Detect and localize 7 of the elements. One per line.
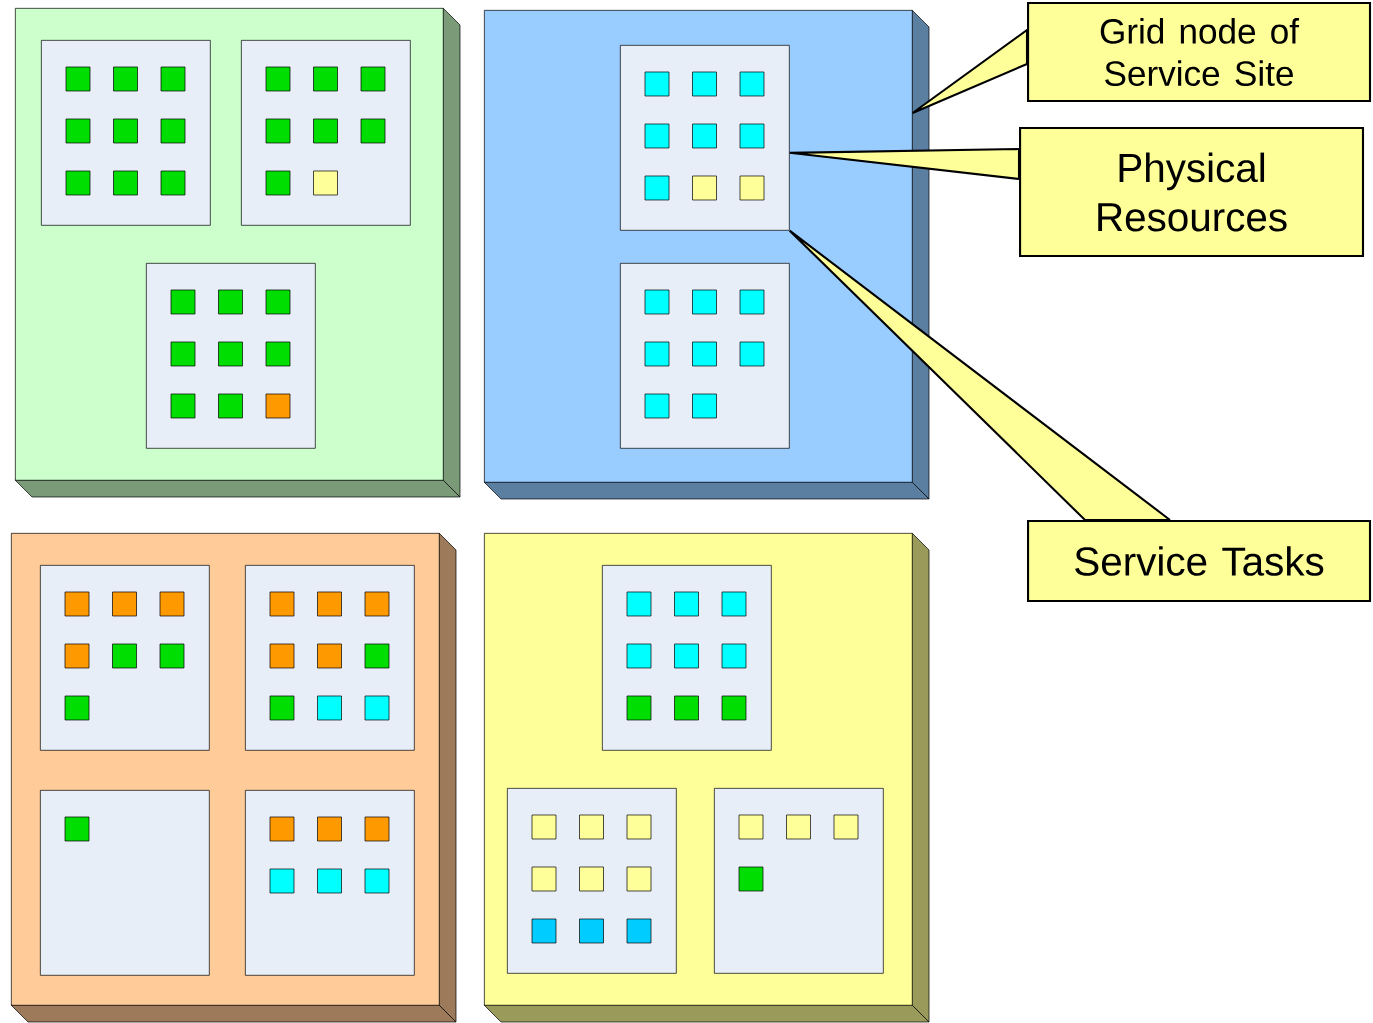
machine-panel bbox=[714, 788, 884, 974]
callout-box: Service Tasks bbox=[1027, 520, 1372, 603]
callout-pointer bbox=[911, 27, 1029, 115]
callout-pointer bbox=[788, 147, 1021, 181]
machine-panel bbox=[40, 790, 210, 976]
callout-box: Physical Resources bbox=[1019, 127, 1365, 258]
callout-pointer bbox=[788, 229, 1172, 522]
